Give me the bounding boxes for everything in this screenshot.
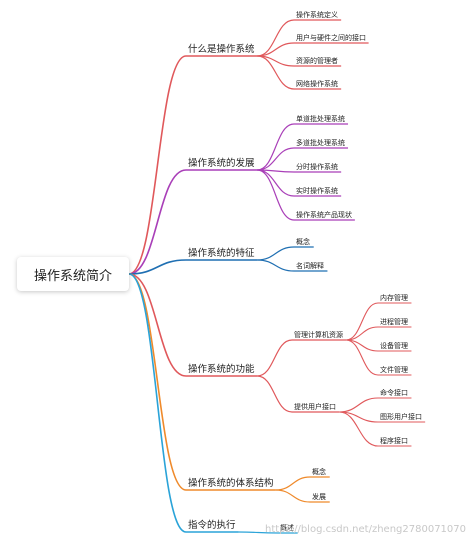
grandchild-node-label[interactable]: 文件管理 — [380, 365, 408, 374]
child-node-label[interactable]: 网络操作系统 — [296, 79, 338, 88]
child-connector — [257, 42, 295, 57]
child-connector — [257, 147, 295, 171]
grandchild-node-label[interactable]: 图形用户接口 — [380, 412, 422, 421]
grandchild-node-label[interactable]: 内存管理 — [380, 293, 408, 302]
grandchild-node-label[interactable]: 命令接口 — [380, 388, 408, 397]
branch-connector — [128, 169, 187, 275]
grandchild-node-label[interactable]: 进程管理 — [380, 317, 408, 326]
child-connector — [257, 169, 295, 221]
grandchild-connector — [345, 302, 379, 341]
grandchild-connector — [345, 339, 379, 376]
child-node-label[interactable]: 操作系统定义 — [296, 10, 338, 19]
child-node-label[interactable]: 实时操作系统 — [296, 186, 338, 195]
grandchild-node-label[interactable]: 设备管理 — [380, 341, 408, 350]
grandchild-connector — [346, 326, 379, 341]
child-connector — [257, 339, 293, 377]
child-connector — [257, 169, 295, 197]
child-connector — [257, 246, 295, 261]
grandchild-connector — [339, 397, 379, 413]
child-connector — [238, 531, 279, 534]
child-node-label[interactable]: 单道批处理系统 — [296, 114, 345, 123]
root-node[interactable]: 操作系统简介 — [17, 257, 129, 291]
child-node-label[interactable]: 资源的管理者 — [296, 56, 338, 65]
child-node-label[interactable]: 发展 — [312, 492, 326, 501]
child-node-label[interactable]: 分时操作系统 — [296, 162, 338, 171]
child-node-label[interactable]: 概述 — [280, 523, 294, 532]
grandchild-connector — [339, 411, 379, 447]
child-node-label[interactable]: 管理计算机资源 — [294, 330, 343, 339]
child-node-label[interactable]: 提供用户接口 — [294, 402, 336, 411]
child-connector — [257, 19, 295, 57]
branch-connector — [128, 273, 187, 377]
branch-connector — [128, 273, 187, 491]
child-node-label[interactable]: 概念 — [296, 237, 310, 246]
child-connector — [257, 55, 295, 90]
child-node-label[interactable]: 操作系统产品现状 — [296, 210, 352, 219]
branch-connector — [128, 273, 187, 533]
child-connector — [257, 259, 295, 272]
child-connector — [257, 123, 295, 171]
branch-node-label[interactable]: 操作系统的发展 — [188, 157, 255, 169]
child-connector — [275, 489, 311, 503]
watermark-text: https://blog.csdn.net/zheng2780071070 — [264, 524, 466, 535]
branch-node-label[interactable]: 操作系统的特征 — [188, 247, 255, 259]
branch-node-label[interactable]: 操作系统的功能 — [188, 363, 255, 375]
child-connector — [275, 476, 311, 491]
child-node-label[interactable]: 概念 — [312, 467, 326, 476]
branch-connector — [128, 55, 187, 275]
branch-node-label[interactable]: 什么是操作系统 — [188, 43, 255, 55]
branch-node-label[interactable]: 操作系统的体系结构 — [188, 477, 274, 489]
child-node-label[interactable]: 用户与硬件之间的接口 — [296, 33, 366, 42]
grandchild-node-label[interactable]: 程序接口 — [380, 436, 408, 445]
branch-connector — [128, 259, 187, 275]
child-node-label[interactable]: 名词解释 — [296, 261, 324, 270]
root-node-label: 操作系统简介 — [33, 268, 112, 284]
branch-node-label[interactable]: 指令的执行 — [188, 519, 236, 531]
child-node-label[interactable]: 多道批处理系统 — [296, 138, 345, 147]
child-connector — [257, 375, 293, 413]
